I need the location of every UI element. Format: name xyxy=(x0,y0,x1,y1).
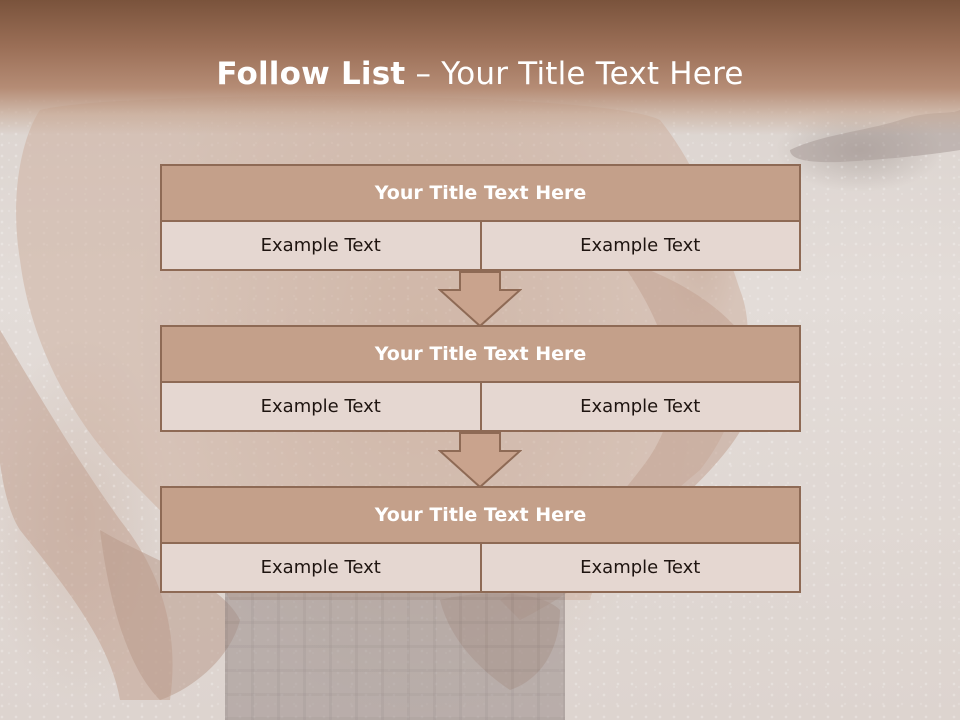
slide-title-bold: Follow List xyxy=(216,56,406,92)
down-arrow-icon xyxy=(438,271,522,328)
left-hand-shape xyxy=(100,530,240,700)
step-row: Example Text Example Text xyxy=(160,222,801,271)
header-band xyxy=(0,0,960,135)
step-row: Example Text Example Text xyxy=(160,383,801,432)
step-heading: Your Title Text Here xyxy=(160,164,801,222)
step-cell-left: Example Text xyxy=(160,544,480,593)
step-box-2: Your Title Text Here Example Text Exampl… xyxy=(160,325,801,432)
background-photo-shorts xyxy=(225,585,565,720)
slide-title-rest: – Your Title Text Here xyxy=(405,56,744,92)
step-cell-left: Example Text xyxy=(160,222,480,271)
slide-title: Follow List – Your Title Text Here xyxy=(0,56,960,92)
step-cell-right: Example Text xyxy=(479,544,801,593)
down-arrow-icon xyxy=(438,432,522,489)
step-cell-right: Example Text xyxy=(479,383,801,432)
step-cell-right: Example Text xyxy=(479,222,801,271)
step-box-3: Your Title Text Here Example Text Exampl… xyxy=(160,486,801,593)
step-box-1: Your Title Text Here Example Text Exampl… xyxy=(160,164,801,271)
step-heading: Your Title Text Here xyxy=(160,325,801,383)
step-row: Example Text Example Text xyxy=(160,544,801,593)
step-cell-left: Example Text xyxy=(160,383,480,432)
step-heading: Your Title Text Here xyxy=(160,486,801,544)
